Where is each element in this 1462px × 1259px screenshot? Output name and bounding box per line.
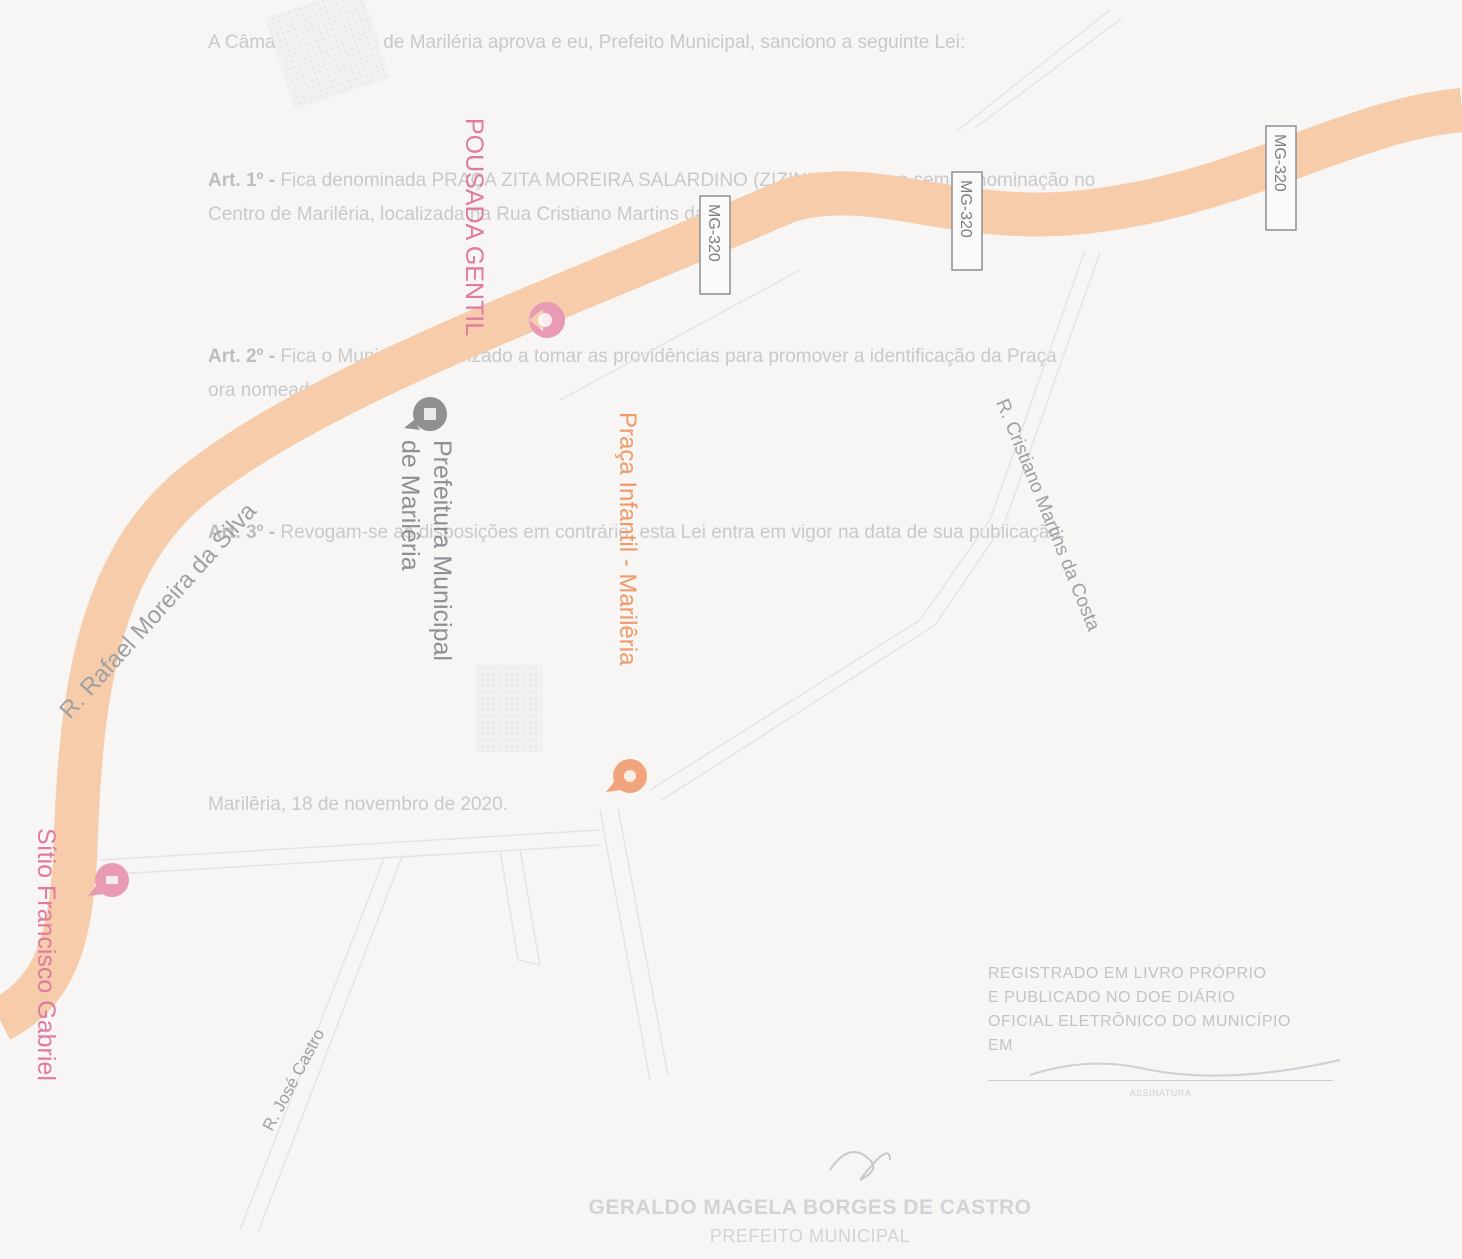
intro-text: A Câmara Municipal de Mariléria aprova e…: [208, 32, 966, 53]
stamp-line-1: REGISTRADO EM LIVRO PRÓPRIO: [988, 965, 1267, 982]
road-label-cristiano-martins: R. Cristiano Martins da Costa: [991, 396, 1104, 634]
shield-mg-320: MG-320: [1265, 125, 1297, 231]
hotel-pin-icon[interactable]: [529, 301, 565, 338]
article-2-label: Art. 2º -: [208, 346, 276, 367]
stamp-line-3: OFICIAL ELETRÔNICO DO MUNICÍPIO: [988, 1013, 1291, 1030]
minor-streets: [99, 9, 1123, 1233]
article-3-label: Art. 3º -: [208, 522, 276, 543]
article-3-line: Revogam-se as disposições em contrário, …: [280, 522, 1066, 543]
government-pin-icon[interactable]: [404, 397, 447, 431]
article-1-label: Art. 1º -: [208, 170, 276, 191]
highway-mg-320: [0, 88, 1462, 1040]
stamp-line-2: E PUBLICADO NO DOE DIÁRIO: [988, 989, 1236, 1006]
building-block: [476, 664, 542, 752]
place-label-pousada-gentil: POUSADA GENTIL: [460, 118, 488, 336]
date-line: Marilêria, 18 de novembro de 2020.: [208, 794, 508, 815]
building-block: [265, 0, 391, 110]
signer-role: PREFEITO MUNICIPAL: [709, 1226, 911, 1246]
stamp-signature-scribble: [1029, 1059, 1341, 1077]
road-label-jose-castro: R. José Castro: [259, 1026, 329, 1134]
farm-pin-icon[interactable]: [88, 863, 129, 897]
stamp-line-4: EM: [988, 1037, 1013, 1054]
stamp-signature-line: [988, 1080, 1333, 1081]
stamp-caption: ASSINATURA: [1129, 1088, 1192, 1098]
article-1-line-2: Centro de Marilêria, localizada na Rua C…: [208, 204, 766, 225]
shield-label: MG-320: [957, 180, 974, 238]
place-label-prefeitura-line-2: de Marilêria: [396, 440, 424, 571]
article-3: Art. 3º - Revogam-se as disposições em c…: [208, 516, 1398, 550]
place-label-praca-infantil: Praça Infantil - Marilêria: [614, 412, 641, 666]
place-label-sitio-francisco-gabriel: Sítio Francisco Gabriel: [32, 828, 60, 1081]
playground-pin-icon[interactable]: [606, 759, 647, 793]
shield-label: MG-320: [705, 204, 722, 262]
registration-stamp: REGISTRADO EM LIVRO PRÓPRIO E PUBLICADO …: [988, 962, 1338, 1105]
shield-mg-320: MG-320: [951, 171, 983, 271]
signature-block: GERALDO MAGELA BORGES DE CASTRO PREFEITO…: [570, 1196, 1050, 1247]
signer-name: GERALDO MAGELA BORGES DE CASTRO: [588, 1196, 1032, 1219]
shield-label: MG-320: [1271, 134, 1288, 192]
signature-scribble: [829, 1151, 891, 1181]
shield-mg-320: MG-320: [699, 195, 731, 295]
place-label-prefeitura-line-1: Prefeitura Municipal: [428, 440, 456, 661]
